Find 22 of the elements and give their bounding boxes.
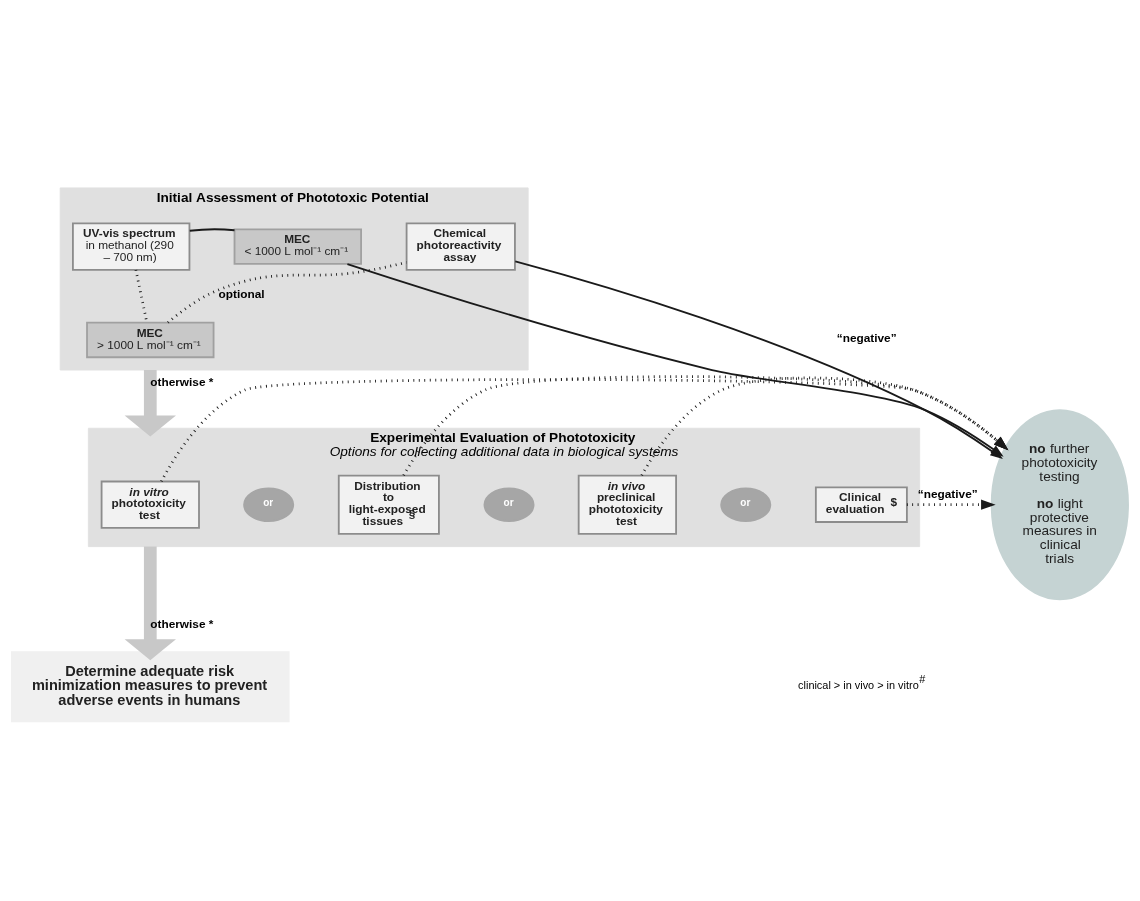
arrow [640, 376, 1009, 476]
arrow [906, 499, 996, 510]
node-ellipse: or [243, 486, 295, 522]
connector [188, 227, 236, 232]
arrow [124, 546, 176, 660]
edge-label: otherwise * [150, 374, 214, 389]
node-box: MEC < 1000 L mol⁻¹ cm⁻¹ [233, 227, 362, 265]
arrow [124, 369, 176, 436]
node-ellipse: or [483, 486, 535, 522]
edge-label: optional [218, 286, 265, 301]
node-box: in vivo preclinical phototoxicity test [577, 474, 677, 535]
node-box: Determine adequate risk minimization measures to prevent adverse events in humans [11, 650, 290, 722]
node-box: Chemical photoreactivity assay [405, 222, 516, 271]
arrow [402, 374, 1009, 476]
node-ellipse: or [720, 486, 772, 522]
edge-label: “negative” [836, 330, 897, 345]
connector [167, 260, 407, 324]
edge-label: otherwise * [150, 616, 214, 631]
node-box: MEC > 1000 L mol⁻¹ cm⁻¹ [86, 321, 215, 358]
node-box: UV-vis spectrum in methanol (290 – 700 nm) [72, 222, 191, 271]
arrow [160, 377, 1009, 482]
node-box: in vitro phototoxicity test [100, 480, 200, 529]
